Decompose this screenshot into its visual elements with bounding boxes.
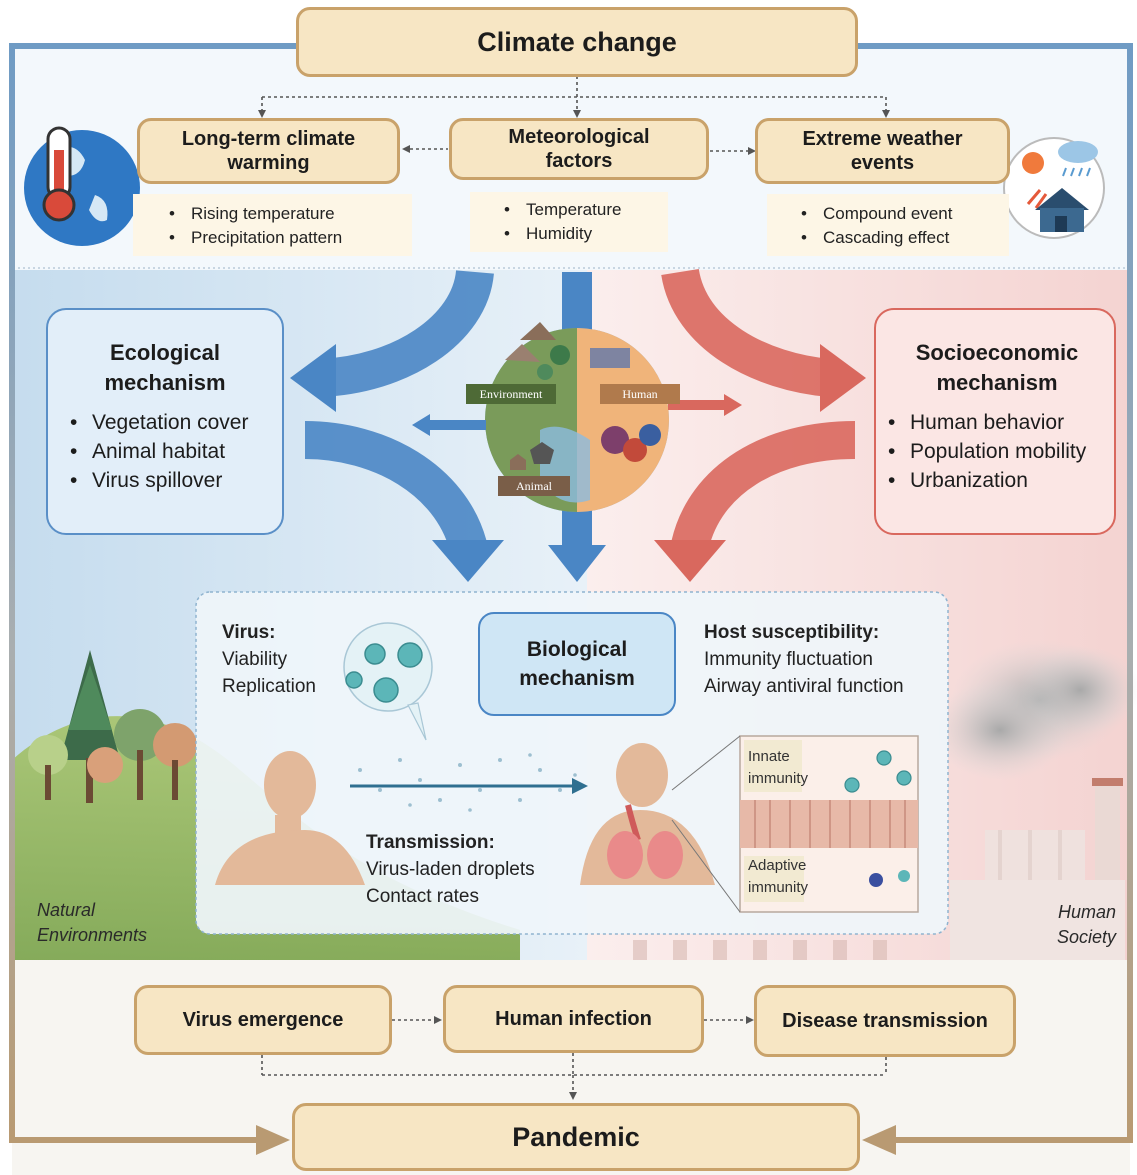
globe-label-environment: Environment	[479, 387, 543, 401]
virus-heading: Virus:	[222, 622, 276, 643]
note-item: Compound event	[797, 202, 1009, 226]
thermometer-globe-icon	[24, 126, 140, 246]
socioeconomic-item: Human behavior	[884, 408, 1110, 437]
person-left	[215, 751, 365, 885]
long-term-warming-box: Long-term climate warming	[137, 118, 400, 184]
socioeconomic-mechanism-box: Socioeconomic mechanism Human behavior P…	[874, 308, 1116, 535]
socioeconomic-title: Socioeconomic mechanism	[915, 340, 1079, 395]
human-infection-box: Human infection	[443, 985, 704, 1053]
warming-notes: Rising temperature Precipitation pattern	[133, 194, 412, 256]
extreme-weather-icon	[1003, 137, 1105, 239]
tree-icon	[60, 650, 120, 803]
virus-cluster-icon	[343, 622, 433, 741]
transmission-text: Transmission: Virus-laden droplets Conta…	[366, 829, 535, 910]
note-item: Cascading effect	[797, 226, 1009, 250]
ecological-title: Ecological mechanism	[104, 340, 226, 395]
note-item: Precipitation pattern	[165, 226, 412, 250]
virus-item: Viability	[222, 649, 288, 670]
note-item: Temperature	[500, 198, 668, 222]
ecological-mechanism-box: Ecological mechanism Vegetation cover An…	[46, 308, 284, 535]
meteorological-notes: Temperature Humidity	[470, 192, 668, 252]
globe-illustration	[485, 322, 669, 512]
socioeconomic-item: Urbanization	[884, 466, 1110, 495]
ecological-item: Vegetation cover	[66, 408, 264, 437]
ecological-item: Animal habitat	[66, 437, 264, 466]
host-item: Airway antiviral function	[704, 676, 904, 697]
person-right	[580, 743, 715, 885]
globe-label-human: Human	[622, 387, 658, 401]
globe-label-animal: Animal	[516, 479, 552, 493]
climate-change-box: Climate change	[296, 7, 858, 77]
natural-environments-label: Natural Environments	[37, 900, 148, 945]
socioeconomic-item: Population mobility	[884, 437, 1110, 466]
transmission-item: Virus-laden droplets	[366, 859, 535, 880]
note-item: Humidity	[500, 222, 668, 246]
host-heading: Host susceptibility:	[704, 622, 880, 643]
biological-mechanism-box: Biological mechanism	[478, 612, 676, 716]
host-item: Immunity fluctuation	[704, 649, 873, 670]
droplet-spray	[350, 753, 588, 812]
virus-text: Virus: Viability Replication	[222, 619, 316, 700]
extreme-weather-box: Extreme weather events	[755, 118, 1010, 184]
ecological-item: Virus spillover	[66, 466, 264, 495]
extreme-weather-notes: Compound event Cascading effect	[767, 194, 1009, 256]
meteorological-factors-box: Meteorological factors	[449, 118, 709, 180]
human-society-label: Human Society	[1056, 902, 1116, 947]
virus-emergence-box: Virus emergence	[134, 985, 392, 1055]
virus-item: Replication	[222, 676, 316, 697]
adaptive-immunity-label: Adaptive immunity	[748, 857, 809, 896]
host-susceptibility-text: Host susceptibility: Immunity fluctuatio…	[704, 619, 904, 700]
transmission-heading: Transmission:	[366, 832, 495, 853]
innate-immunity-label: Innate immunity	[748, 748, 809, 787]
disease-transmission-box: Disease transmission	[754, 985, 1016, 1057]
transmission-item: Contact rates	[366, 886, 479, 907]
pandemic-box: Pandemic	[292, 1103, 860, 1171]
note-item: Rising temperature	[165, 202, 412, 226]
immunity-panel	[739, 735, 919, 913]
